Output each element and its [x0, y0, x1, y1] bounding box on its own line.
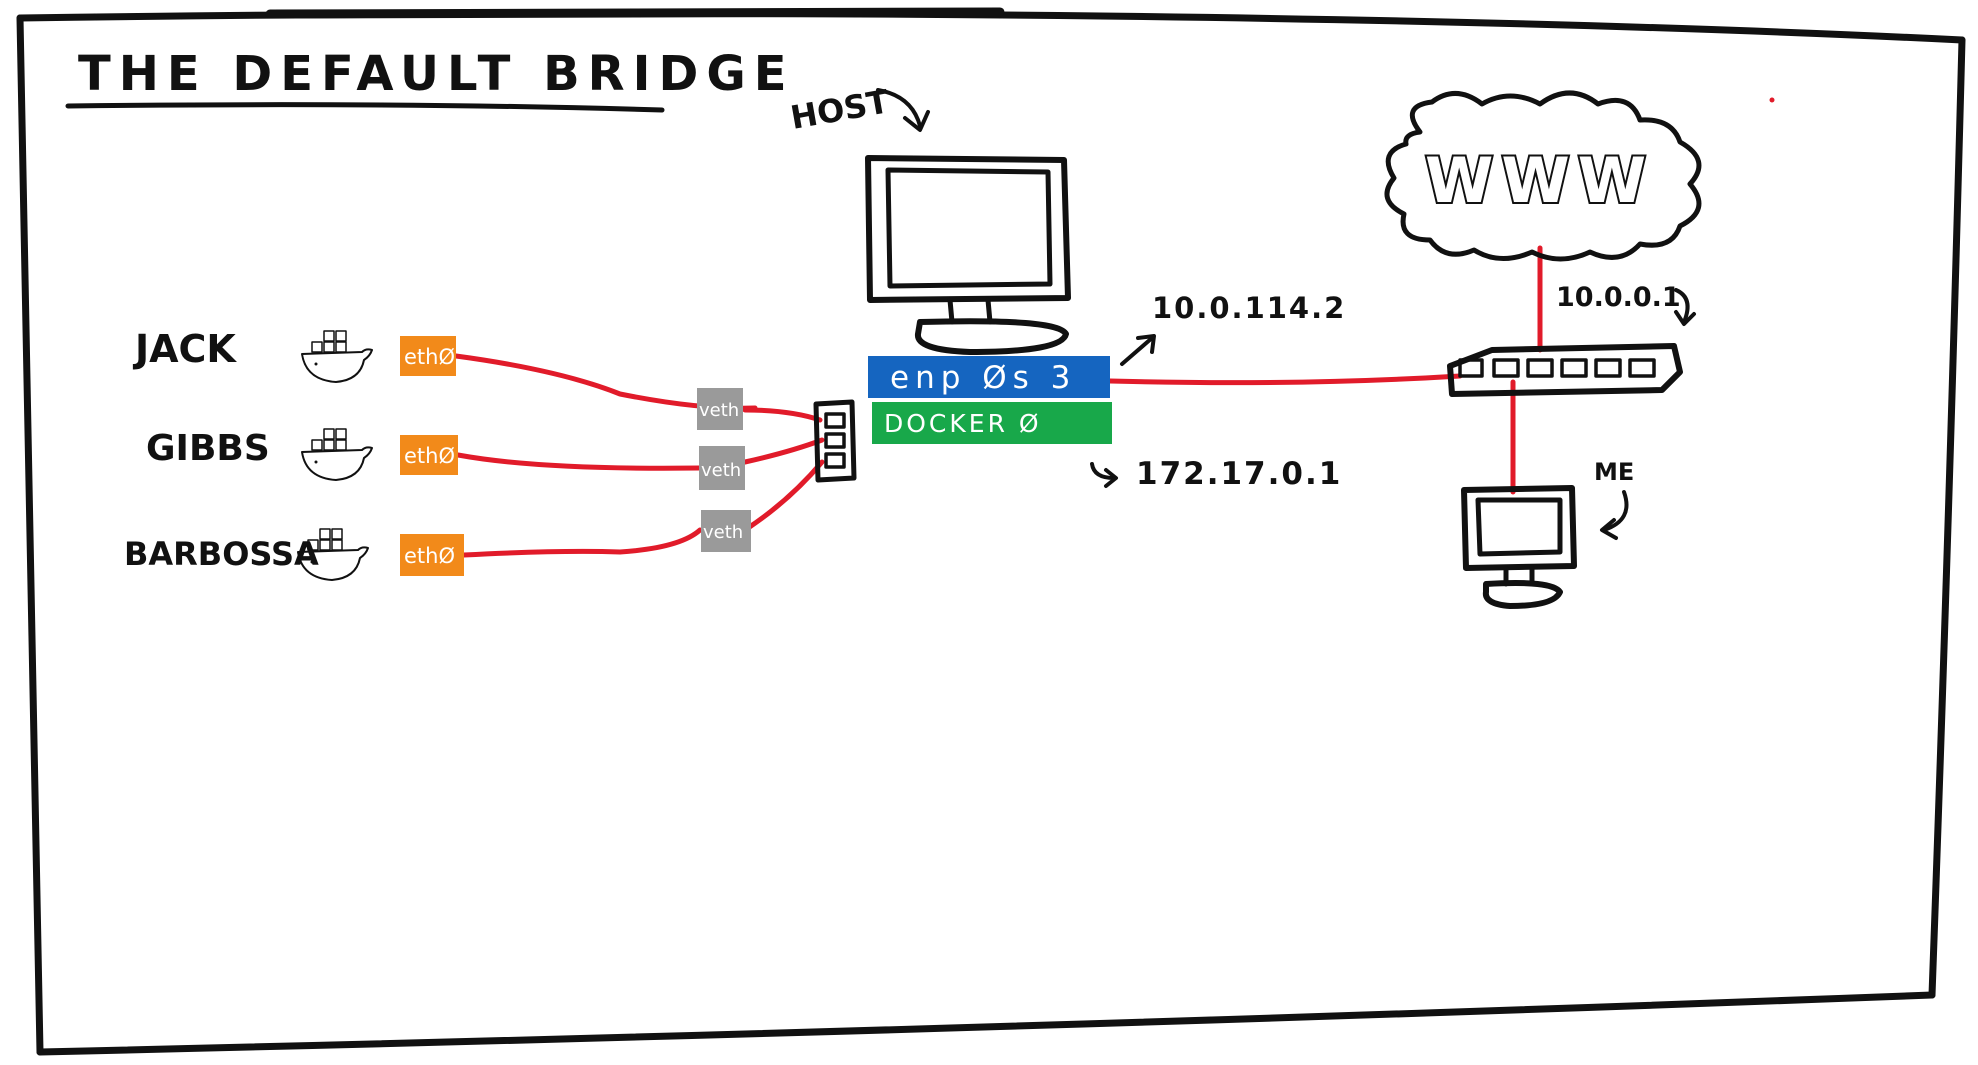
eth-label-barbossa: ethØ: [404, 544, 455, 568]
veth-box-3: [701, 510, 751, 552]
docker-label: DOCKER Ø: [884, 409, 1042, 438]
eth-box-barbossa: [400, 534, 464, 576]
veth-label-1: veth: [699, 400, 739, 421]
container-jack: JACK ethØ: [132, 327, 456, 383]
docker-ip-arrow-icon: [1090, 462, 1118, 488]
container-barbossa: BARBOSSA ethØ: [124, 528, 464, 581]
container-gibbs: GIBBS ethØ: [146, 428, 458, 481]
wire-jack-veth: [742, 407, 823, 423]
veth-label-3: veth: [703, 522, 743, 543]
wire-barbossa-veth: [745, 459, 825, 531]
veth-boxes: veth veth veth: [697, 388, 751, 552]
eth-box-gibbs: [400, 435, 458, 475]
page-title: THE DEFAULT BRIDGE: [78, 46, 795, 102]
red-dot: [1769, 97, 1775, 103]
enp-box: [868, 356, 1110, 398]
eth-label-jack: ethØ: [404, 345, 455, 369]
wire-gibbs: [455, 452, 703, 471]
network-switch-icon: [1447, 343, 1683, 397]
container-name-barbossa: BARBOSSA: [124, 535, 319, 573]
cloud-icon: WWW: [1384, 90, 1702, 262]
enp-label: enp Øs 3: [890, 360, 1076, 396]
enp-ip-label: 10.0.114.2: [1152, 291, 1346, 325]
title-group: THE DEFAULT BRIDGE: [65, 46, 795, 113]
veth-label-2: veth: [701, 460, 741, 481]
title-underline: [65, 102, 665, 113]
me-arrow-icon: [1600, 490, 1629, 540]
eth-box-jack: [400, 336, 456, 376]
bridge-port-icon: [813, 399, 857, 483]
container-name-jack: JACK: [132, 327, 237, 371]
wire-host-switch: [1107, 373, 1463, 386]
router-ip-label: 10.0.0.1: [1556, 282, 1681, 313]
docker-whale-icon: [297, 528, 369, 581]
frame-border: [16, 7, 1966, 1056]
host-arrow-icon: [876, 88, 930, 132]
veth-box-2: [699, 446, 745, 490]
container-name-gibbs: GIBBS: [146, 428, 270, 469]
docker-ip-label: 172.17.0.1: [1136, 456, 1342, 492]
docker-box: [872, 402, 1112, 444]
enp-interface: enp Øs 3: [868, 356, 1110, 398]
veth-box-1: [697, 388, 743, 430]
wires: [453, 245, 1543, 558]
docker-whale-icon: [301, 428, 373, 481]
eth-label-gibbs: ethØ: [404, 444, 455, 468]
me-label: ME: [1594, 458, 1634, 486]
me-monitor-icon: [1461, 485, 1577, 609]
enp-ip-arrow-icon: [1120, 334, 1156, 366]
wire-gibbs-veth: [742, 437, 825, 465]
router-ip-arrow-icon: [1674, 288, 1696, 326]
docker-whale-icon: [301, 330, 373, 383]
host-monitor-icon: [865, 155, 1071, 355]
docker-interface: DOCKER Ø: [872, 402, 1112, 444]
wire-barbossa: [461, 527, 703, 558]
cloud-label: WWW: [1425, 144, 1654, 217]
